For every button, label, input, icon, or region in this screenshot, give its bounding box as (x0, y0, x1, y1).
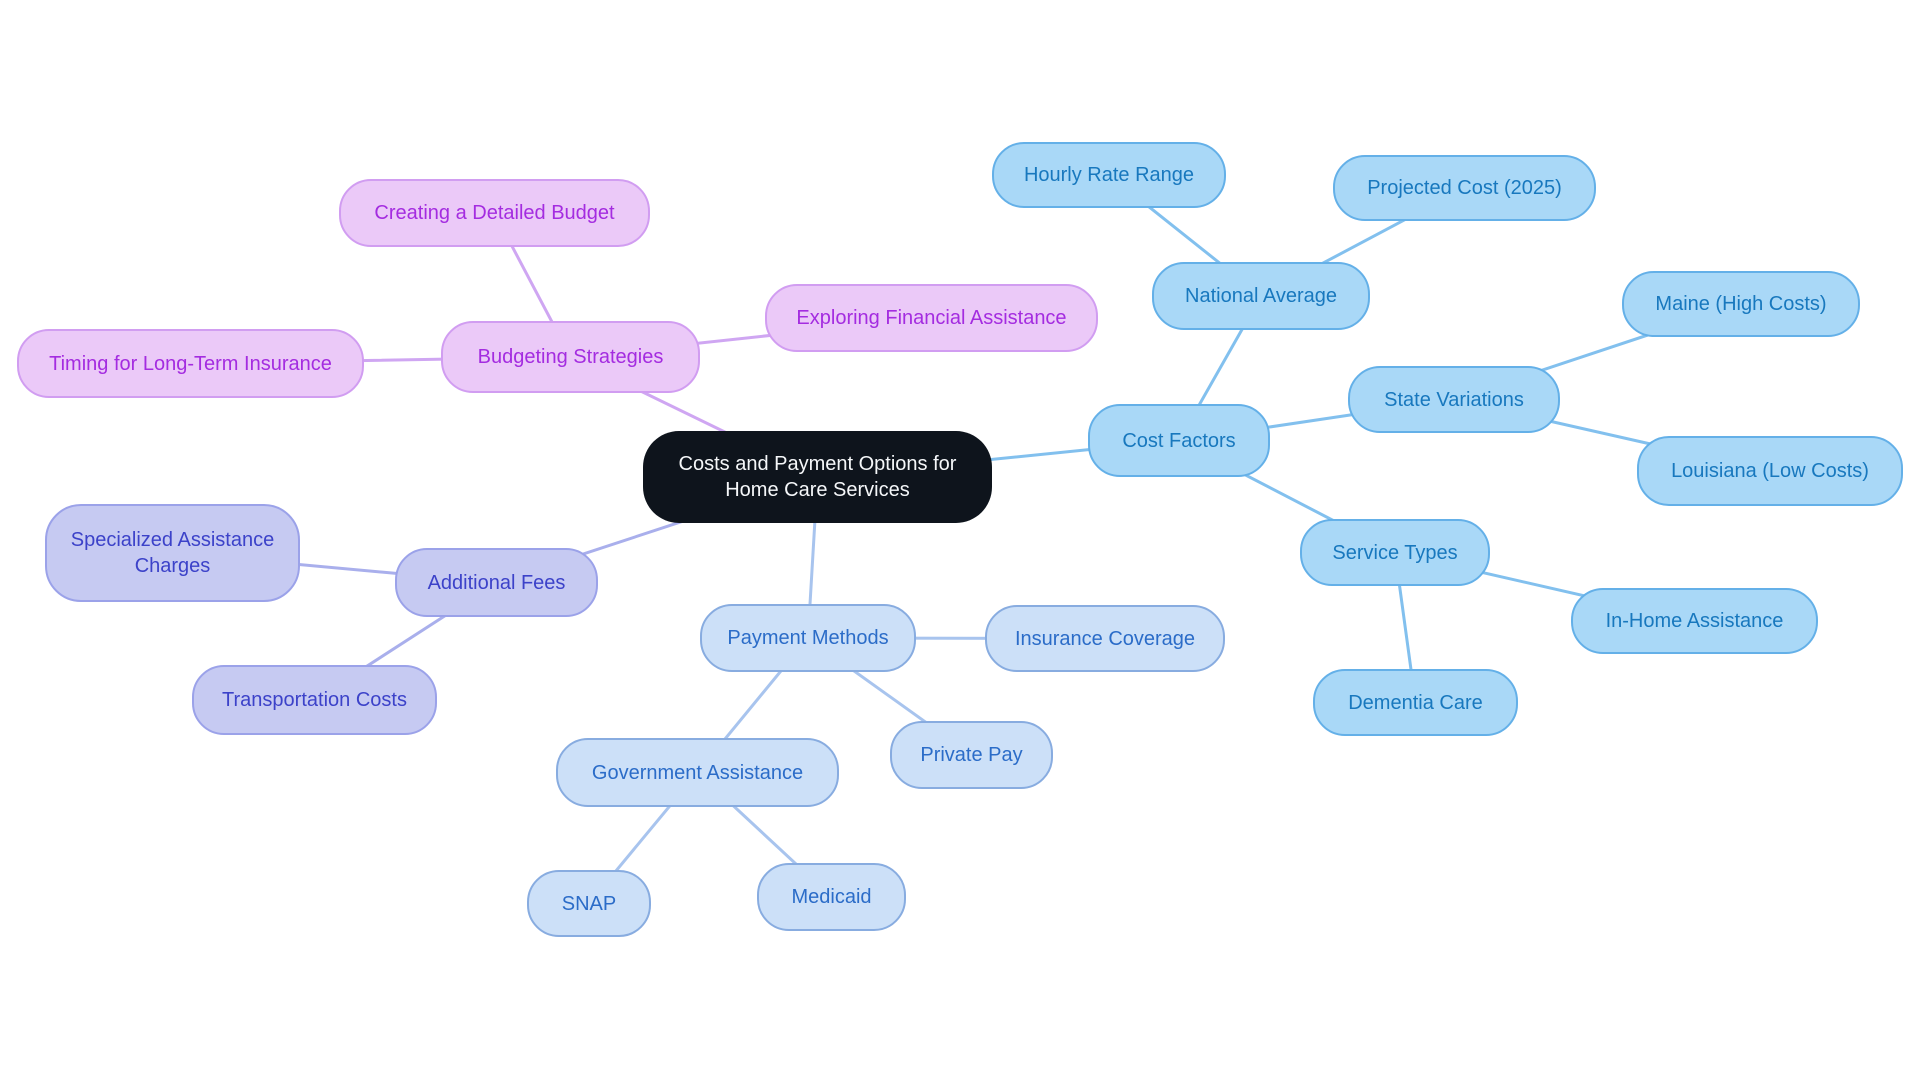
mindmap-node-budgeting-strategies[interactable]: Budgeting Strategies (441, 321, 700, 393)
mindmap-node-cost-factors[interactable]: Cost Factors (1088, 404, 1270, 477)
mindmap-node-central[interactable]: Costs and Payment Options for Home Care … (643, 431, 992, 523)
mindmap-node-state-variations[interactable]: State Variations (1348, 366, 1560, 433)
mindmap-node-creating-detailed-budget[interactable]: Creating a Detailed Budget (339, 179, 650, 247)
node-label: Insurance Coverage (1014, 627, 1196, 650)
node-label: Louisiana (Low Costs) (1671, 460, 1869, 482)
node-label: Private Pay (920, 744, 1023, 766)
node-label: Additional Fees (427, 571, 566, 594)
mindmap-node-private-pay[interactable]: Private Pay (890, 721, 1053, 789)
node-label: Payment Methods (727, 627, 889, 649)
node-label: State Variations (1384, 388, 1524, 411)
mindmap-node-medicaid[interactable]: Medicaid (757, 863, 906, 931)
mindmap-node-specialized-assistance-charges[interactable]: Specialized Assistance Charges (45, 504, 300, 602)
mindmap-node-transportation-costs[interactable]: Transportation Costs (192, 665, 437, 735)
node-label: Specialized Assistance Charges (70, 529, 275, 577)
mindmap-node-projected-cost-2025[interactable]: Projected Cost (2025) (1333, 155, 1596, 221)
node-label: Cost Factors (1122, 429, 1236, 452)
mindmap-node-dementia-care[interactable]: Dementia Care (1313, 669, 1518, 736)
node-label: Hourly Rate Range (1023, 164, 1195, 186)
node-label: Exploring Financial Assistance (796, 307, 1067, 329)
node-label: Medicaid (791, 886, 872, 908)
mindmap-node-hourly-rate-range[interactable]: Hourly Rate Range (992, 142, 1226, 208)
mindmap-node-in-home-assistance[interactable]: In-Home Assistance (1571, 588, 1818, 654)
mindmap-node-timing-long-term-insurance[interactable]: Timing for Long-Term Insurance (17, 329, 364, 398)
node-label: SNAP (561, 892, 617, 915)
node-label: Creating a Detailed Budget (374, 202, 615, 224)
node-label: Service Types (1332, 541, 1458, 564)
mindmap-node-government-assistance[interactable]: Government Assistance (556, 738, 839, 807)
node-label: Dementia Care (1348, 691, 1483, 714)
mindmap-node-exploring-financial-assistance[interactable]: Exploring Financial Assistance (765, 284, 1098, 352)
mindmap-node-payment-methods[interactable]: Payment Methods (700, 604, 916, 672)
mindmap-node-snap[interactable]: SNAP (527, 870, 651, 937)
node-label: Budgeting Strategies (477, 346, 664, 368)
mindmap-node-maine-high-costs[interactable]: Maine (High Costs) (1622, 271, 1860, 337)
node-label: In-Home Assistance (1605, 610, 1784, 632)
mindmap-node-additional-fees[interactable]: Additional Fees (395, 548, 598, 617)
node-label: Maine (High Costs) (1655, 293, 1827, 315)
mindmap-node-national-average[interactable]: National Average (1152, 262, 1370, 330)
mindmap-node-louisiana-low-costs[interactable]: Louisiana (Low Costs) (1637, 436, 1903, 506)
mindmap-node-insurance-coverage[interactable]: Insurance Coverage (985, 605, 1225, 672)
node-label: Projected Cost (2025) (1367, 177, 1562, 199)
node-label: Timing for Long-Term Insurance (49, 352, 332, 375)
node-label: National Average (1185, 285, 1337, 307)
mindmap-node-service-types[interactable]: Service Types (1300, 519, 1490, 586)
node-label: Transportation Costs (222, 689, 407, 711)
node-label: Costs and Payment Options for Home Care … (678, 453, 957, 501)
node-label: Government Assistance (591, 761, 804, 784)
